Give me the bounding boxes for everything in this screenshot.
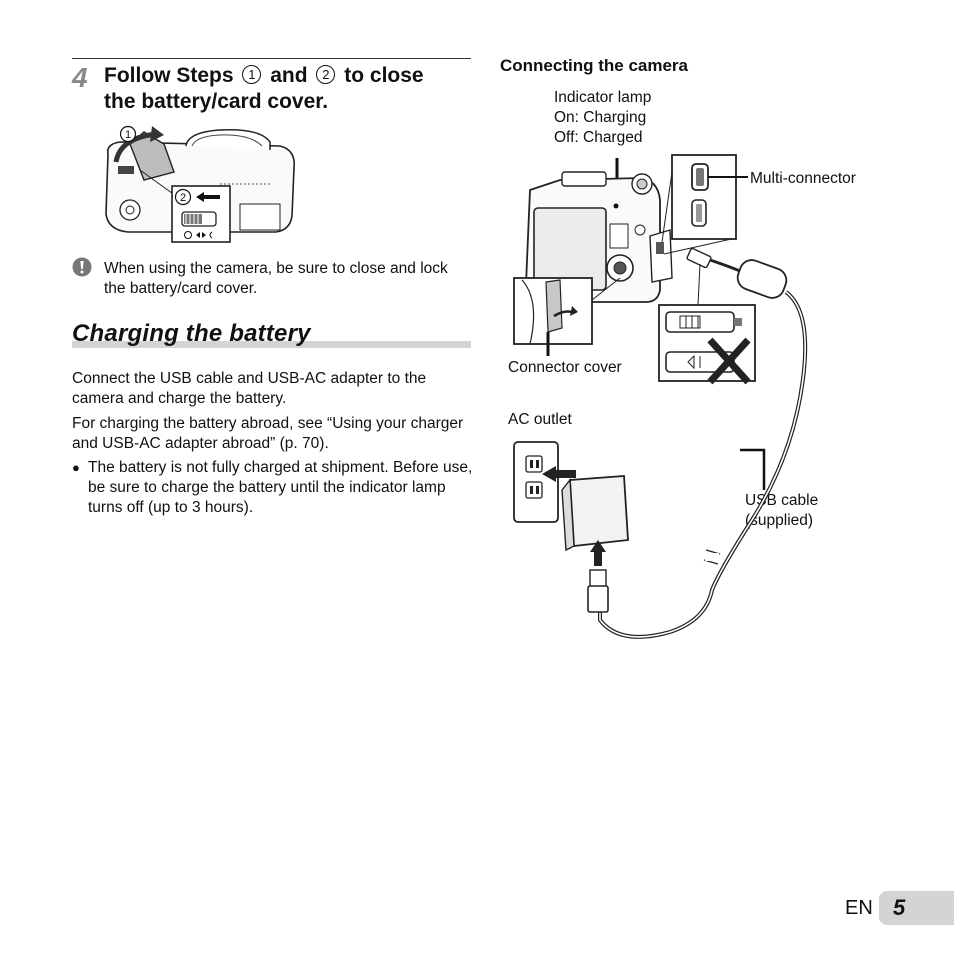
footer-page-tab — [879, 891, 954, 925]
section-title: Charging the battery — [72, 320, 311, 347]
note-text: When using the camera, be sure to close … — [104, 260, 448, 297]
connecting-title: Connecting the camera — [500, 56, 688, 75]
step-number: 4 — [72, 62, 88, 93]
illustration-marker-2: 2 — [180, 192, 186, 204]
step-title: Follow Steps 1 and 2 to close the batter… — [104, 63, 474, 115]
section-title-bar — [72, 341, 471, 348]
caution-icon — [72, 257, 92, 277]
label-on-charging: On: Charging — [554, 109, 647, 126]
footer-language: EN — [845, 897, 873, 919]
label-ac-outlet: AC outlet — [508, 411, 572, 428]
label-connector-cover: Connector cover — [508, 359, 622, 376]
paragraph-connect: Connect the USB cable and USB-AC adapter… — [72, 370, 427, 407]
battery-cover-illustration: 1 2 — [105, 125, 296, 243]
label-supplied: (supplied) — [745, 512, 814, 529]
label-indicator-lamp: Indicator lamp — [554, 89, 652, 106]
connection-illustration — [513, 154, 808, 639]
illustration-marker-1: 1 — [125, 129, 131, 141]
step-circle-2: 2 — [316, 65, 336, 84]
step-header-rule — [72, 58, 471, 59]
step-title-part1: Follow Steps — [104, 64, 234, 87]
label-multi-connector: Multi-connector — [750, 170, 856, 187]
step-title-part2: to close — [344, 64, 424, 87]
paragraph-abroad: For charging the battery abroad, see “Us… — [72, 415, 464, 452]
bullet-battery-note: The battery is not fully charged at ship… — [88, 459, 473, 516]
step-title-and: and — [270, 64, 308, 87]
page-number: 5 — [893, 895, 906, 920]
step-circle-1: 1 — [242, 65, 262, 84]
step-title-line2: the battery/card cover. — [104, 90, 329, 113]
bullet-marker: ● — [72, 460, 80, 475]
label-off-charged: Off: Charged — [554, 129, 643, 146]
